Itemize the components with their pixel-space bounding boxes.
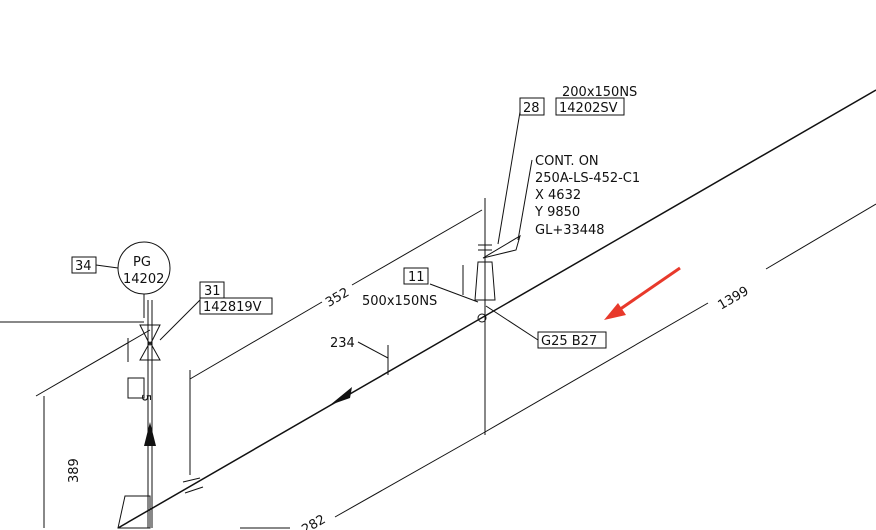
weld-mark-1 [182, 477, 201, 483]
cont-line1: CONT. ON [535, 154, 599, 169]
cont-gl: GL+33448 [535, 223, 605, 238]
cont-x: X 4632 [535, 188, 581, 203]
dimension-line-282 [334, 431, 486, 518]
tag-28: 28 [523, 101, 540, 116]
gauge-valve [139, 324, 161, 347]
dim-352: 352 [323, 285, 352, 310]
tag-g25-box [537, 331, 607, 349]
valve-body [474, 261, 496, 301]
cont-leader [517, 159, 533, 241]
tag-5-box [127, 377, 145, 399]
tag-5: 5 [139, 394, 153, 402]
tag-11-leader [429, 283, 479, 303]
pg-line1: PG [133, 255, 151, 270]
dim-1399: 1399 [715, 284, 751, 314]
dimension-line-352-ext [351, 209, 483, 286]
annotation-arrow-shaft [615, 266, 681, 314]
tag-14202sv: 14202SV [559, 101, 618, 116]
pg-line2: 14202 [123, 272, 164, 287]
branch-flow-arrow [144, 422, 156, 446]
main-pipe [117, 89, 876, 529]
dim-234: 234 [330, 336, 355, 351]
gauge-valve-2 [139, 340, 161, 361]
tag-11: 11 [408, 270, 425, 285]
tag-142819v: 142819V [203, 300, 262, 315]
valve-fitting [477, 313, 487, 323]
branch-reducer [117, 495, 151, 529]
tag-34: 34 [75, 259, 92, 274]
cont-line2: 250A-LS-452-C1 [535, 171, 640, 186]
valve-cone [482, 234, 521, 259]
size-label-top: 200x150NS [562, 85, 637, 100]
tag-14202sv-box [555, 97, 625, 116]
tag-142819v-box [199, 297, 273, 315]
size-label-mid: 500x150NS [362, 294, 437, 309]
cont-y: Y 9850 [534, 205, 580, 220]
tag-28-leader [497, 111, 521, 245]
dim-282: 282 [299, 512, 328, 530]
tag-28-box [519, 97, 545, 116]
tag-g25: G25 B27 [541, 334, 597, 349]
dimension-line-352 [189, 301, 323, 380]
tag-11-box [403, 267, 429, 285]
tag-34-box [71, 256, 97, 274]
weld-mark-2 [184, 486, 204, 494]
tag-34-leader [95, 264, 119, 269]
dim-389: 389 [67, 458, 82, 483]
flow-arrow [330, 387, 352, 405]
annotation-arrow-head [604, 303, 626, 320]
g25-leader [485, 305, 539, 341]
dimension-234-leader [357, 341, 389, 359]
dimension-line-1399-ext [765, 203, 876, 270]
tag-31-leader [159, 299, 201, 341]
dimension-389-top [35, 329, 151, 397]
dimension-line-1399 [484, 302, 709, 433]
tag-31: 31 [204, 284, 221, 299]
